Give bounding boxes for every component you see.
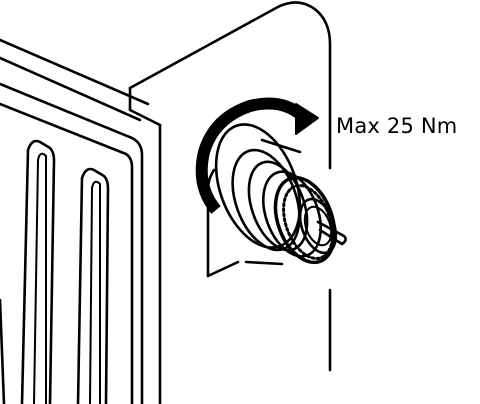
clockwise-rotation-arrow-icon [195,97,319,214]
valve-spindle [316,220,347,246]
radiator-body [0,38,162,404]
torque-label: Max 25 Nm [336,114,458,138]
radiator-column [76,167,110,404]
thermostatic-valve [214,123,347,266]
radiator-column [20,139,56,404]
adjustment-ring [273,175,337,265]
